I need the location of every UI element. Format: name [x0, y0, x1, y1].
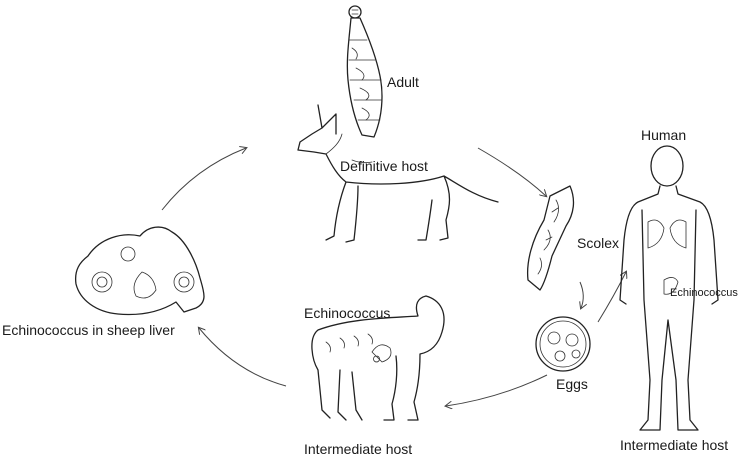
label-sheep-liver: Echinococcus in sheep liver [2, 322, 175, 338]
egg-icon [535, 316, 591, 372]
dog-icon [297, 104, 499, 243]
arrow-sheep-to-liver [199, 328, 287, 387]
label-adult: Adult [387, 74, 419, 90]
arrow-scolex-to-eggs [580, 281, 583, 308]
label-definitive-host: Definitive host [340, 158, 428, 174]
label-echinococcus-human: Echinococcus [670, 287, 738, 299]
label-human: Human [641, 127, 687, 143]
label-echinococcus-sheep: Echinococcus [304, 305, 391, 321]
sheep-icon [311, 295, 445, 421]
cycle-arrows [161, 147, 626, 406]
label-eggs: Eggs [556, 376, 588, 392]
arrow-liver-to-dog [161, 148, 246, 211]
scolex-icon [526, 185, 575, 291]
arrow-dog-to-scolex [477, 147, 546, 196]
label-intermediate-host-sheep: Intermediate host [304, 441, 413, 457]
sheep-liver-icon [74, 226, 205, 316]
arrow-eggs-to-sheep [446, 374, 548, 406]
label-scolex: Scolex [577, 235, 620, 251]
human-figure-icon [619, 145, 719, 431]
label-intermediate-host-human: Intermediate host [620, 437, 729, 453]
adult-worm-icon [346, 5, 383, 138]
arrow-eggs-to-human [597, 272, 626, 323]
